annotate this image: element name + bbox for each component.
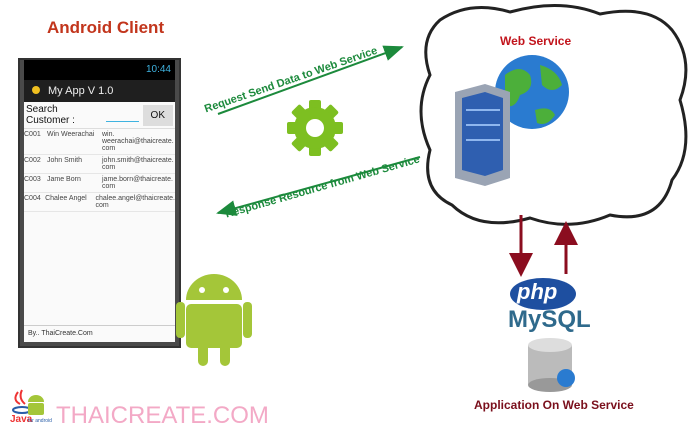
table-row[interactable]: C002 John Smith john.smith@thaicreate. com (24, 155, 175, 174)
server-icon (455, 84, 510, 186)
ok-button[interactable]: OK (142, 104, 173, 126)
globe-icon (495, 55, 569, 129)
app-icon (32, 86, 40, 94)
php-logo (510, 278, 576, 310)
customer-id: C001 (24, 131, 41, 138)
database-icon (528, 338, 575, 392)
table-row[interactable]: C001 Win Weerachai win. weerachai@thaicrea… (24, 129, 175, 155)
customer-id: C004 (24, 195, 41, 202)
response-arrow (216, 156, 421, 216)
android-client-title: Android Client (47, 18, 165, 37)
for-android-text: for android (28, 418, 52, 424)
brand-text: THAICREATE.COM (56, 402, 269, 429)
phone-mockup: 10:44 My App V 1.0 Search Customer : OK … (18, 58, 181, 348)
app-title: My App V 1.0 (48, 85, 114, 97)
customer-email: win. weerachai@thaicreate. com (102, 131, 174, 152)
customer-name: Jame Born (47, 176, 81, 183)
small-android-logo (28, 395, 44, 415)
customer-name: John Smith (47, 157, 83, 164)
customer-name: Win Weerachai (47, 131, 95, 138)
app-bar: My App V 1.0 (24, 80, 175, 102)
application-label: Application On Web Service (474, 398, 634, 412)
customer-email: john.smith@thaicreate. com (102, 157, 174, 171)
footer-text: By.. ThaiCreate.Com (24, 325, 175, 342)
clock: 10:44 (145, 64, 171, 75)
java-text: Java (10, 414, 33, 425)
search-input[interactable] (105, 109, 139, 122)
customer-email: jame.born@thaicreate. com (102, 176, 173, 190)
request-arrow (217, 45, 404, 115)
status-bar: 10:44 (24, 60, 175, 80)
web-service-label: Web Service (500, 34, 572, 48)
php-text: php (517, 279, 558, 304)
mysql-text: MySQL (508, 306, 591, 333)
search-label: Search Customer : (26, 104, 75, 126)
table-row[interactable]: C003 Jame Born jame.born@thaicreate. com (24, 174, 175, 193)
gear-icon (287, 100, 343, 156)
customer-name: Chalee Angel (45, 195, 87, 202)
customer-id: C002 (24, 157, 41, 164)
search-row: Search Customer : OK (24, 102, 175, 129)
table-row[interactable]: C004 Chalee Angel chalee.angel@thaicreate.… (24, 193, 175, 212)
android-robot-icon (176, 274, 252, 366)
customer-id: C003 (24, 176, 41, 183)
customer-email: chalee.angel@thaicreate. com (95, 195, 176, 209)
